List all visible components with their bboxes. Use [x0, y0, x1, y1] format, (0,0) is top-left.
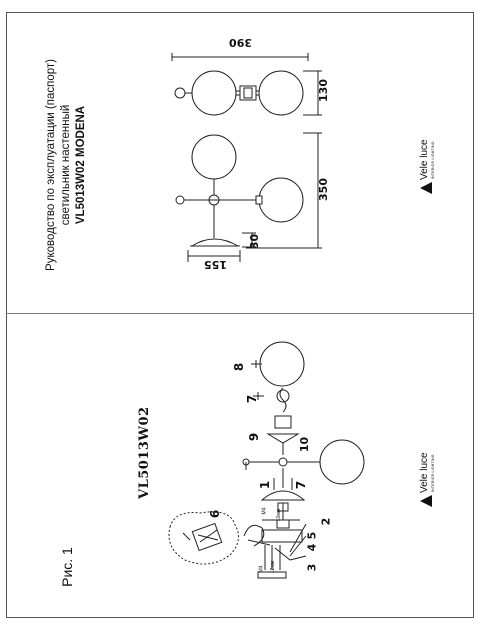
- dim-depth-shade: 130: [316, 79, 330, 102]
- assembly-drawing: [168, 341, 365, 579]
- brand-logo-bottom: Vele luce INTERIOR LIGHTING: [418, 427, 442, 507]
- bracket-label-3: 10мм: [276, 508, 283, 522]
- logo-triangle-icon: [420, 182, 432, 194]
- part-number-10: 10: [298, 436, 312, 453]
- section-divider: [6, 313, 474, 314]
- dim-base-height: 30: [248, 233, 262, 250]
- part-number-7-top: 7: [245, 394, 260, 404]
- part-number-9: 9: [247, 432, 262, 442]
- dim-height-total: 350: [316, 178, 330, 201]
- part-number-3: 3: [305, 563, 319, 572]
- dim-base-depth: 155: [204, 258, 227, 271]
- part-number-7-bottom: 7: [294, 480, 309, 490]
- brand-logo-top: Vele luce INTERIOR LIGHTING: [418, 114, 442, 194]
- part-number-6: 6: [208, 509, 223, 519]
- bracket-label-4: 12мм: [270, 560, 277, 574]
- dim-width-total: 390: [229, 36, 252, 49]
- side-view-drawing: [175, 132, 322, 262]
- part-number-2: 2: [319, 517, 333, 526]
- bracket-label-1: M4: [261, 507, 268, 515]
- part-number-1: 1: [258, 480, 273, 490]
- part-number-5: 5: [305, 531, 319, 540]
- top-view-drawing: [171, 53, 322, 116]
- bracket-label-2: M4: [258, 565, 265, 573]
- part-number-4: 4: [305, 543, 319, 552]
- part-number-8: 8: [232, 362, 247, 372]
- sheet-border: [6, 12, 474, 618]
- logo-triangle-icon: [420, 495, 432, 507]
